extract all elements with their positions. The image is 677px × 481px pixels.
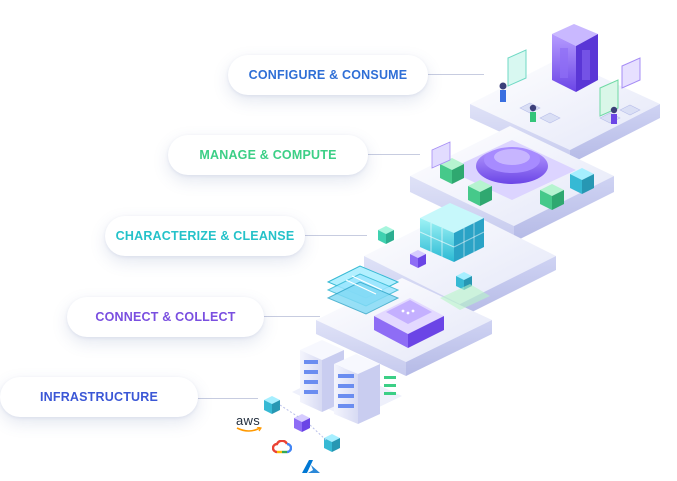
connector-connect <box>264 316 320 317</box>
platform-manage <box>410 126 614 242</box>
layer-label-characterize: CHARACTERIZE & CLEANSE <box>105 216 305 256</box>
connector-configure <box>428 74 484 75</box>
layer-label-connect: CONNECT & COLLECT <box>67 297 264 337</box>
connector-infrastructure <box>198 398 258 399</box>
google-cloud-icon <box>272 440 292 454</box>
aws-logo-text: aws <box>236 413 261 428</box>
connector-manage <box>368 154 420 155</box>
layer-label-configure: CONFIGURE & CONSUME <box>228 55 428 95</box>
layer-label-text: MANAGE & COMPUTE <box>199 148 337 162</box>
layer-label-text: CONNECT & COLLECT <box>95 310 236 324</box>
layer-label-manage: MANAGE & COMPUTE <box>168 135 368 175</box>
azure-icon <box>302 460 320 473</box>
layer-label-infrastructure: INFRASTRUCTURE <box>0 377 198 417</box>
layer-label-text: INFRASTRUCTURE <box>39 390 159 404</box>
layer-label-text: CONFIGURE & CONSUME <box>248 68 408 82</box>
servers-infrastructure <box>264 340 402 452</box>
platform-connect <box>316 265 492 376</box>
connector-characterize <box>305 235 367 236</box>
aws-smile-icon <box>236 427 262 432</box>
layer-label-text: CHARACTERIZE & CLEANSE <box>115 229 295 243</box>
aws-logo: aws <box>236 414 266 433</box>
